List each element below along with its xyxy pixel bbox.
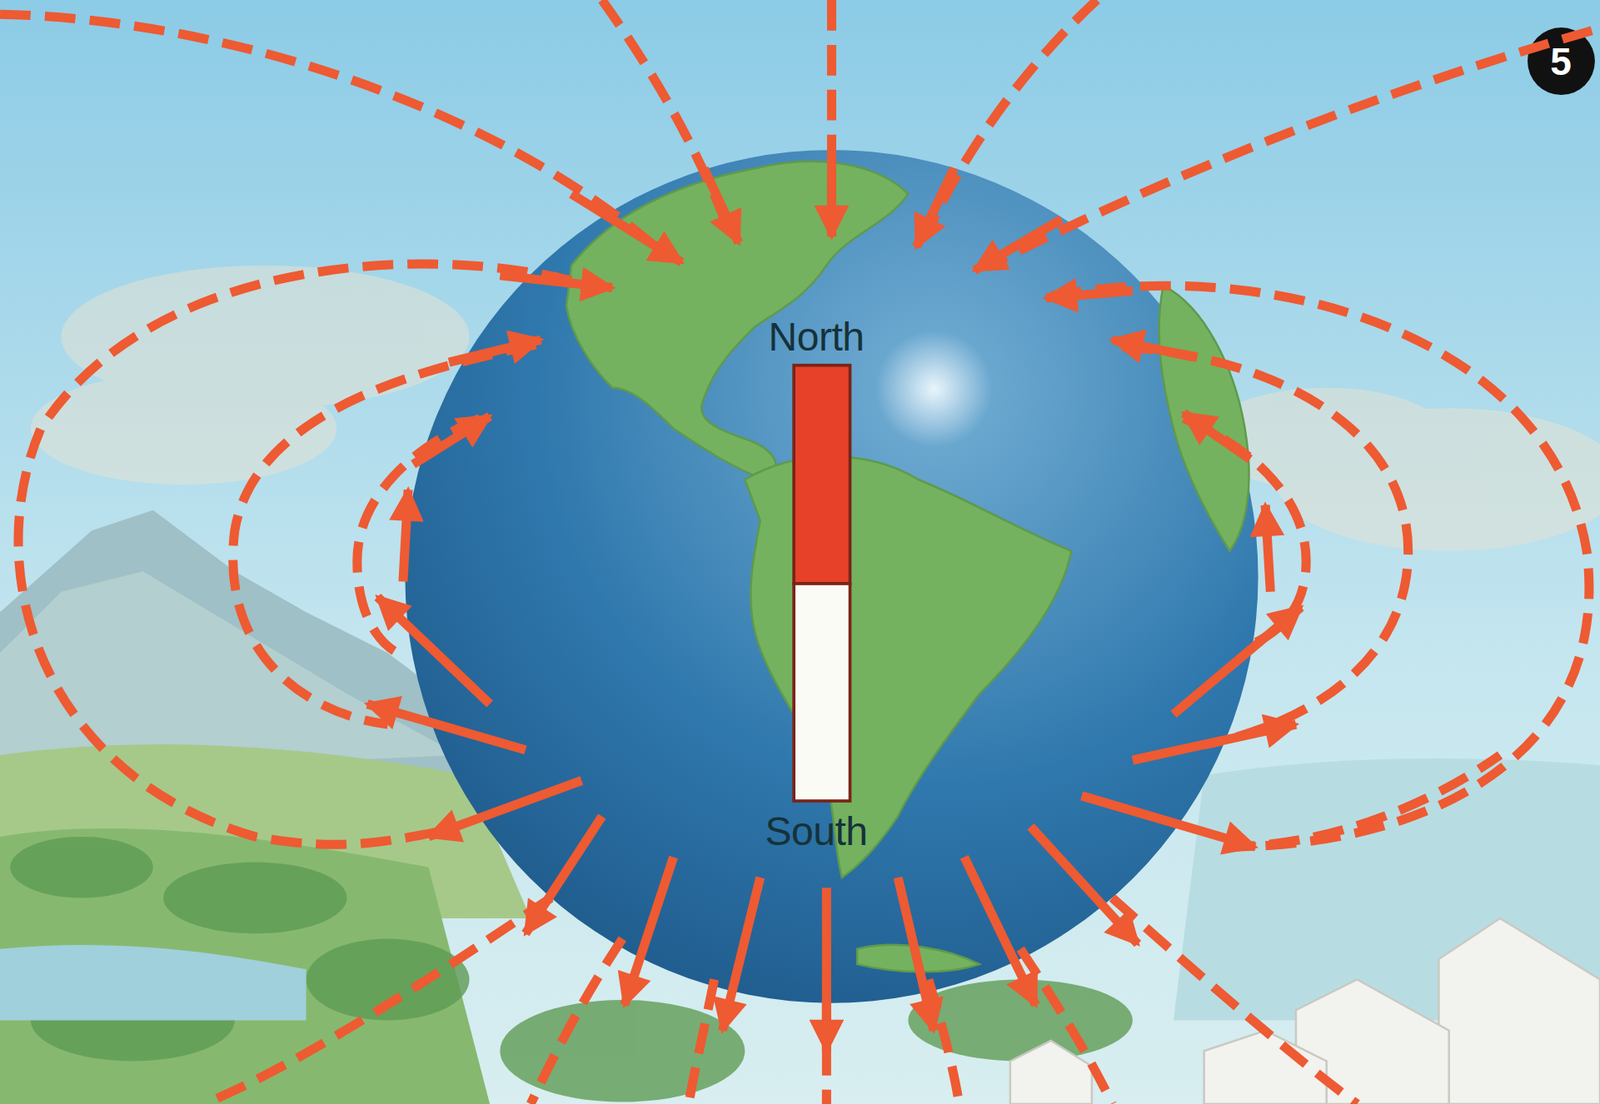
pole-label: North xyxy=(768,314,865,360)
callout-number: 5 xyxy=(1550,39,1572,85)
pole-label: South xyxy=(765,808,868,855)
